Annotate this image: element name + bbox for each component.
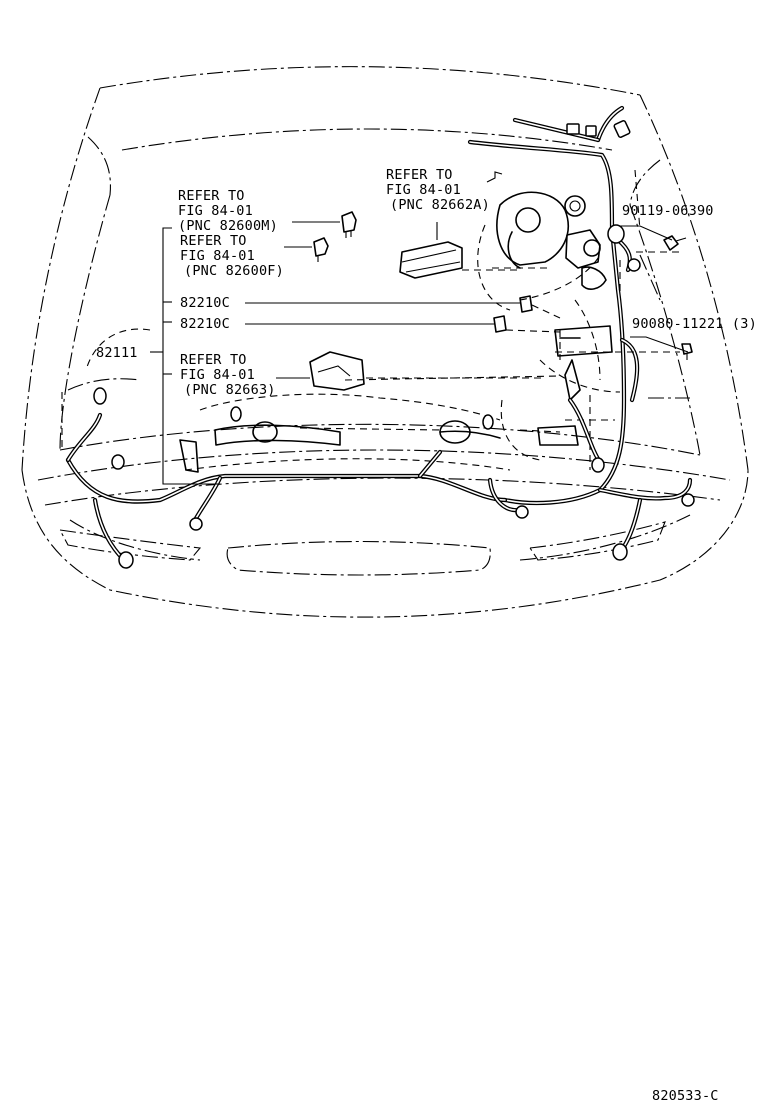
connectors: [93, 120, 695, 569]
callout-labels: REFER TO FIG 84-01 (PNC 82600M) REFER TO…: [96, 167, 757, 1104]
ref-82663-line2: FIG 84-01: [180, 367, 255, 383]
ref-82600m-line1: REFER TO: [178, 188, 245, 204]
ref-82600m-line2: FIG 84-01: [178, 203, 253, 219]
part-82210c-upper: 82210C: [180, 295, 230, 311]
referenced-parts: [309, 171, 693, 391]
vehicle-outline: [21, 66, 749, 618]
ref-82600f-line3: (PNC 82600F): [184, 263, 284, 279]
ref-82663-line1: REFER TO: [180, 352, 247, 368]
figure-code: 820533-C: [652, 1088, 719, 1104]
ref-82600f-line2: FIG 84-01: [180, 248, 255, 264]
part-82111: 82111: [96, 345, 138, 361]
leader-lines: [85, 221, 689, 485]
ref-82662a-line3: (PNC 82662A): [390, 197, 490, 213]
ref-82600m-line3: (PNC 82600M): [178, 218, 278, 234]
wire-harness: [65, 105, 693, 563]
engine-components: [61, 169, 641, 473]
ref-82663-line3: (PNC 82663): [184, 382, 276, 398]
part-90080: 90080-11221 (3): [632, 316, 757, 332]
part-90119: 90119-06390: [622, 203, 714, 219]
ref-82600f-line1: REFER TO: [180, 233, 247, 249]
part-82210c-lower: 82210C: [180, 316, 230, 332]
ref-82662a-line2: FIG 84-01: [386, 182, 461, 198]
ref-82662a-line1: REFER TO: [386, 167, 453, 183]
